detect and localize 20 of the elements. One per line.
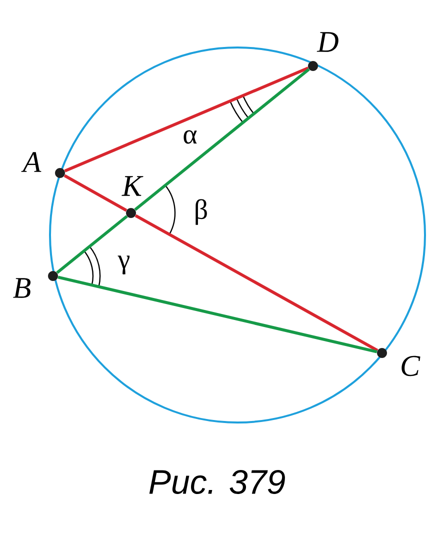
point-label: B xyxy=(13,278,31,298)
point-dot xyxy=(55,168,65,178)
segment xyxy=(134,68,310,211)
point-dot xyxy=(126,208,136,218)
segment xyxy=(64,66,309,172)
angle-label: γ xyxy=(118,256,130,274)
point-label: D xyxy=(316,32,338,52)
caption: Рис. 379 xyxy=(149,470,285,494)
point-dot xyxy=(308,61,318,71)
point-label: K xyxy=(122,176,144,196)
angle-label: β xyxy=(196,199,207,225)
segment xyxy=(58,276,378,354)
segment xyxy=(56,215,128,274)
segment xyxy=(64,174,128,212)
point-dot xyxy=(48,271,58,281)
angle-label: α xyxy=(184,130,197,144)
segment xyxy=(134,214,378,352)
point-label: A xyxy=(21,152,42,172)
point-label: C xyxy=(402,356,420,376)
point-dot xyxy=(377,348,387,358)
